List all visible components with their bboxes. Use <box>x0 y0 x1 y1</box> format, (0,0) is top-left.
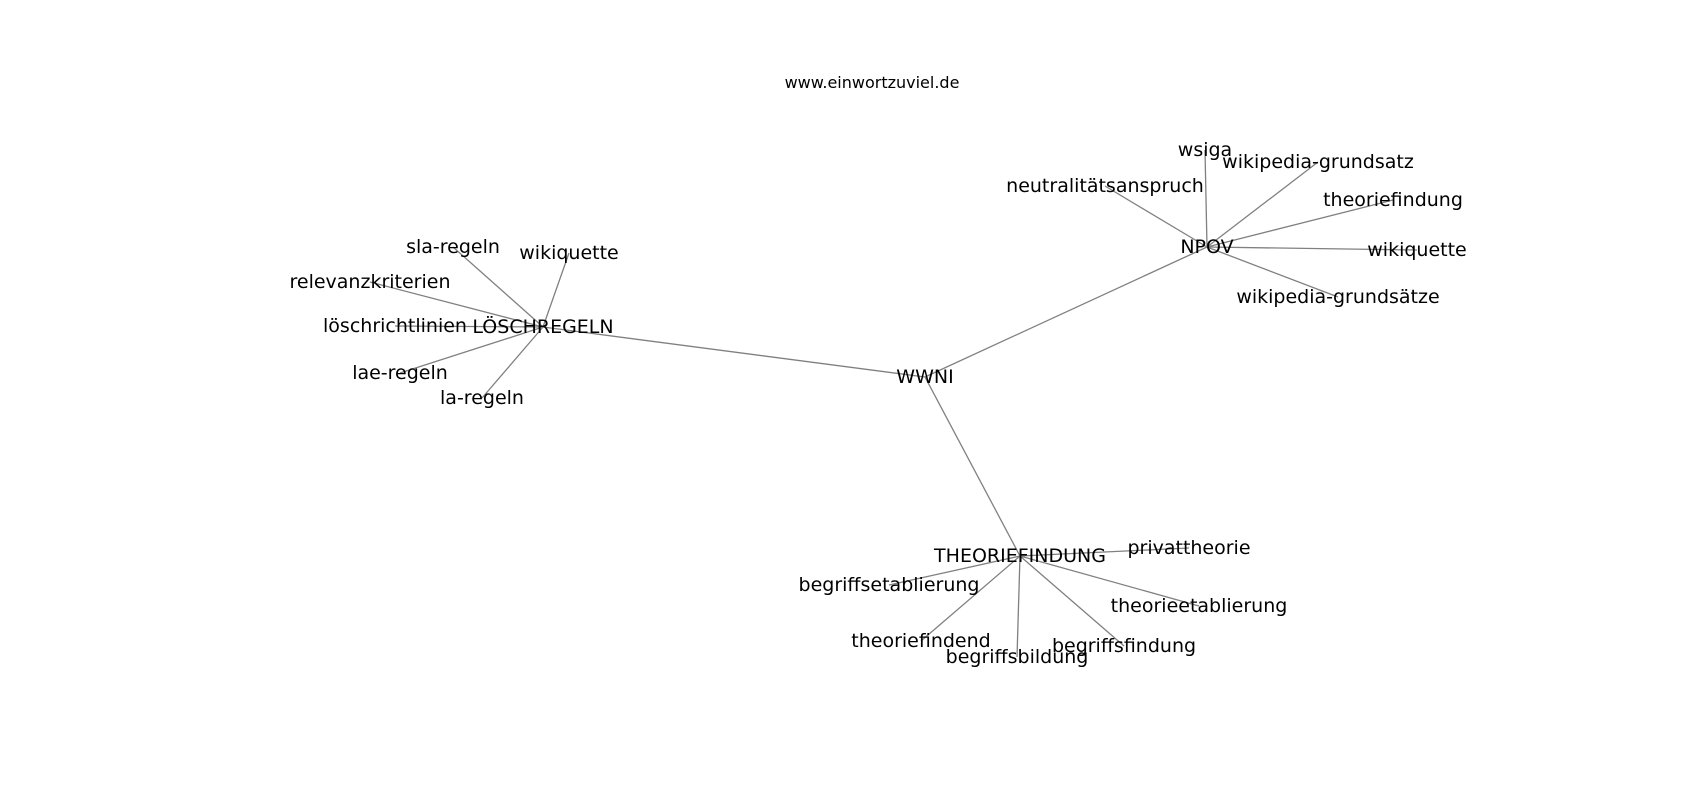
edge-theoriefindung-hub-begriffsbildung <box>1016 555 1021 658</box>
edge-theoriefindung-hub-theorieetablierung <box>1019 555 1200 607</box>
edge-theoriefindung-hub-theoriefindend <box>920 555 1021 642</box>
node-theoriefindend: theoriefindend <box>851 630 990 652</box>
edge-loeschregeln-loeschrichtlinien <box>394 325 544 328</box>
node-begriffsbildung: begriffsbildung <box>946 646 1089 668</box>
node-theoriefindung-leaf: theoriefindung <box>1323 189 1463 211</box>
node-sla-regeln: sla-regeln <box>406 236 500 258</box>
node-wwni: WWNI <box>896 366 953 388</box>
edge-loeschregeln-la-regeln <box>481 326 544 399</box>
node-loeschrichtlinien: löschrichtlinien <box>323 315 467 337</box>
site-title: www.einwortzuviel.de <box>785 73 960 92</box>
node-loeschregeln: LÖSCHREGELN <box>472 315 613 338</box>
edge-loeschregeln-wikiquette-l <box>542 252 570 328</box>
edge-npov-wikipedia-grundsatz <box>1206 161 1319 248</box>
node-npov: NPOV <box>1180 236 1233 258</box>
node-wikipedia-grundsatz: wikipedia-grundsatz <box>1222 151 1414 173</box>
node-relevanzkriterien: relevanzkriterien <box>289 271 450 293</box>
edge-npov-wsiga <box>1204 149 1208 248</box>
edge-wwni-theoriefindung-hub <box>924 376 1021 557</box>
edge-theoriefindung-hub-begriffsfindung <box>1019 555 1125 647</box>
node-privattheorie: privattheorie <box>1127 537 1250 559</box>
edge-npov-wikiquette-n <box>1206 246 1418 251</box>
node-lae-regeln: lae-regeln <box>352 362 448 384</box>
graph-edges <box>369 149 1418 658</box>
edge-theoriefindung-hub-privattheorie <box>1019 547 1190 557</box>
edge-loeschregeln-lae-regeln <box>399 326 544 374</box>
edge-wwni-loeschregeln <box>542 326 926 378</box>
node-wikiquette-n: wikiquette <box>1367 239 1466 261</box>
node-la-regeln: la-regeln <box>440 387 524 409</box>
edge-theoriefindung-hub-begriffsetablierung <box>888 555 1021 586</box>
node-wikiquette-l: wikiquette <box>519 242 618 264</box>
node-theoriefindung-hub: THEORIEFINDUNG <box>933 545 1106 567</box>
edge-npov-wikipedia-grundsaetze <box>1206 246 1339 298</box>
edge-loeschregeln-sla-regeln <box>452 246 544 328</box>
node-wsiga: wsiga <box>1178 139 1232 161</box>
graph-labels: WWNI LÖSCHREGELN NPOV THEORIEFINDUNG sla-reg… <box>289 139 1466 668</box>
edge-wwni-npov <box>924 246 1208 378</box>
edge-npov-neutralitaetsanspruch <box>1104 185 1208 248</box>
edge-npov-theoriefindung-leaf <box>1206 199 1394 248</box>
node-begriffsfindung: begriffsfindung <box>1052 635 1196 657</box>
node-begriffsetablierung: begriffsetablierung <box>799 574 980 596</box>
node-neutralitaetsanspruch: neutralitätsanspruch <box>1006 175 1204 197</box>
node-wikipedia-grundsaetze: wikipedia-grundsätze <box>1236 286 1439 308</box>
node-theorieetablierung: theorieetablierung <box>1111 595 1288 617</box>
edge-loeschregeln-relevanzkriterien <box>369 281 544 328</box>
